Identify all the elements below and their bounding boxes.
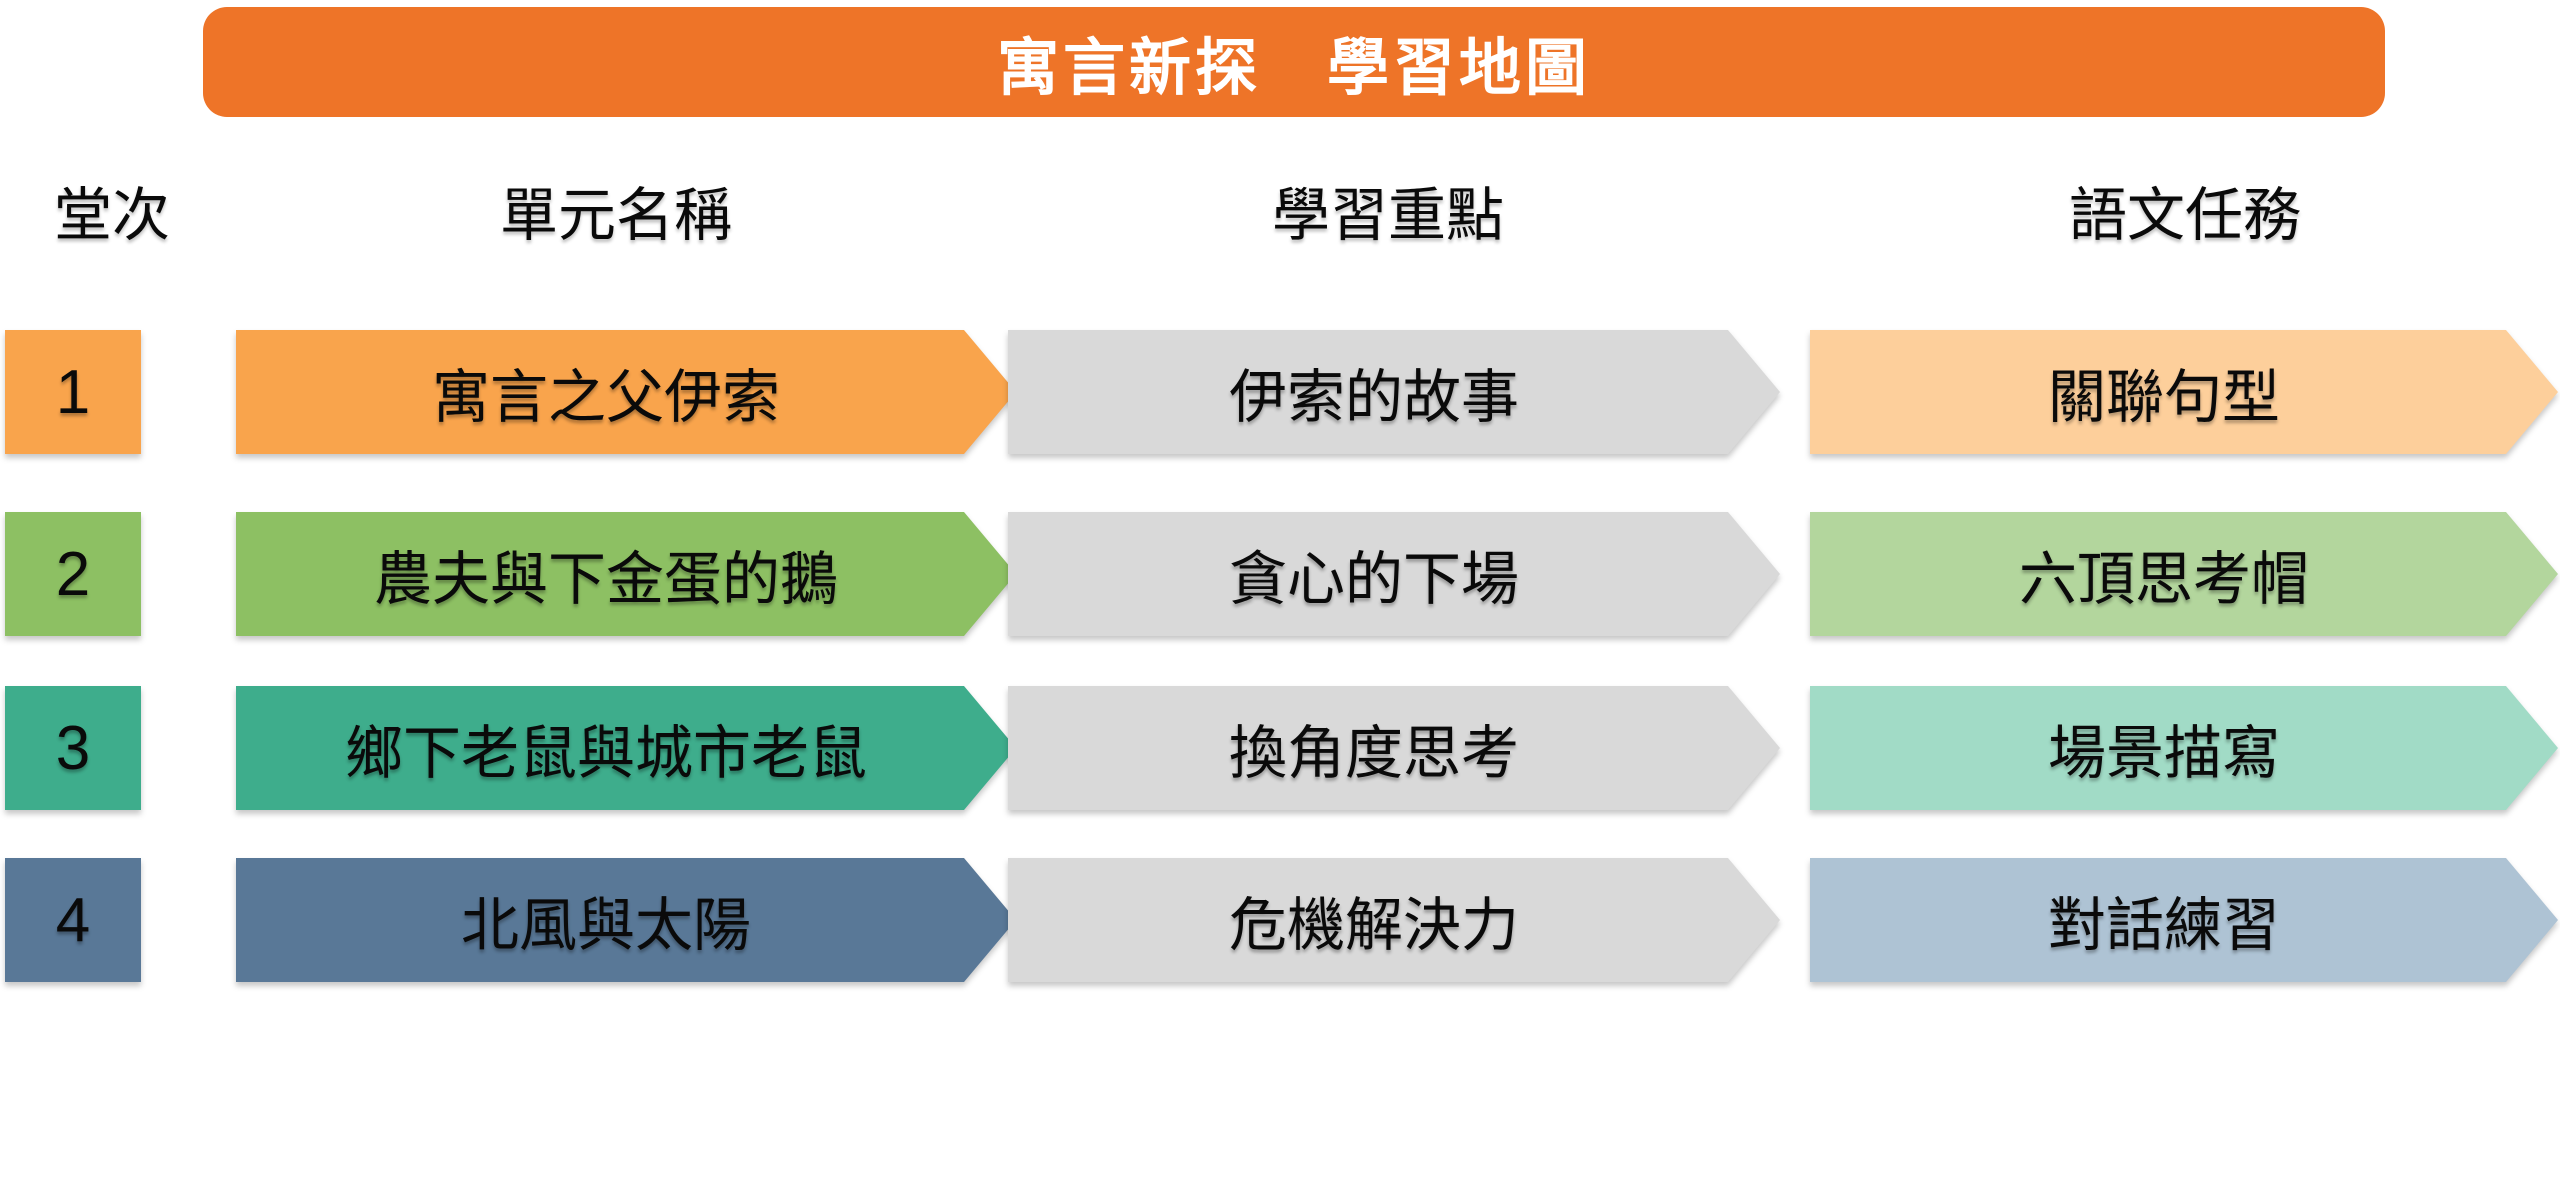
table-row: 4 北風與太陽 危機解決力 對話練習 (0, 858, 2560, 982)
session-number-cell: 3 (5, 686, 141, 810)
learning-focus-cell: 危機解決力 (1008, 858, 1780, 982)
language-task-cell: 場景描寫 (1810, 686, 2558, 810)
session-number-cell: 1 (5, 330, 141, 454)
session-number: 4 (5, 858, 141, 982)
session-number: 2 (5, 512, 141, 636)
table-row: 2 農夫與下金蛋的鵝 貪心的下場 六頂思考帽 (0, 512, 2560, 636)
unit-name-arrow: 寓言之父伊索 (236, 330, 1016, 454)
session-number: 3 (5, 686, 141, 810)
language-task-arrow: 關聯句型 (1810, 330, 2558, 454)
language-task-arrow: 對話練習 (1810, 858, 2558, 982)
learning-focus-arrow: 換角度思考 (1008, 686, 1780, 810)
title-banner: 寓言新探 學習地圖 (203, 7, 2385, 117)
unit-name-arrow: 北風與太陽 (236, 858, 1016, 982)
language-task-arrow: 場景描寫 (1810, 686, 2558, 810)
unit-name-cell: 農夫與下金蛋的鵝 (236, 512, 1016, 636)
page-title: 寓言新探 學習地圖 (996, 34, 1591, 103)
unit-name-arrow: 鄉下老鼠與城市老鼠 (236, 686, 1016, 810)
learning-focus-arrow: 貪心的下場 (1008, 512, 1780, 636)
learning-focus-arrow: 危機解決力 (1008, 858, 1780, 982)
unit-name-cell: 寓言之父伊索 (236, 330, 1016, 454)
language-task-cell: 關聯句型 (1810, 330, 2558, 454)
column-header-language-task: 語文任務 (2068, 183, 2301, 248)
session-number: 1 (5, 330, 141, 454)
learning-focus-arrow: 伊索的故事 (1008, 330, 1780, 454)
unit-name-cell: 鄉下老鼠與城市老鼠 (236, 686, 1016, 810)
session-number-cell: 2 (5, 512, 141, 636)
learning-focus-cell: 換角度思考 (1008, 686, 1780, 810)
language-task-cell: 對話練習 (1810, 858, 2558, 982)
unit-name-cell: 北風與太陽 (236, 858, 1016, 982)
column-header-learning-focus: 學習重點 (1271, 183, 1504, 248)
unit-name-arrow: 農夫與下金蛋的鵝 (236, 512, 1016, 636)
table-row: 1 寓言之父伊索 伊索的故事 關聯句型 (0, 330, 2560, 454)
table-row: 3 鄉下老鼠與城市老鼠 換角度思考 場景描寫 (0, 686, 2560, 810)
learning-focus-cell: 貪心的下場 (1008, 512, 1780, 636)
learning-focus-cell: 伊索的故事 (1008, 330, 1780, 454)
session-number-cell: 4 (5, 858, 141, 982)
column-header-unit-name: 單元名稱 (499, 183, 732, 248)
column-header-session: 堂次 (53, 183, 170, 248)
language-task-arrow: 六頂思考帽 (1810, 512, 2558, 636)
language-task-cell: 六頂思考帽 (1810, 512, 2558, 636)
